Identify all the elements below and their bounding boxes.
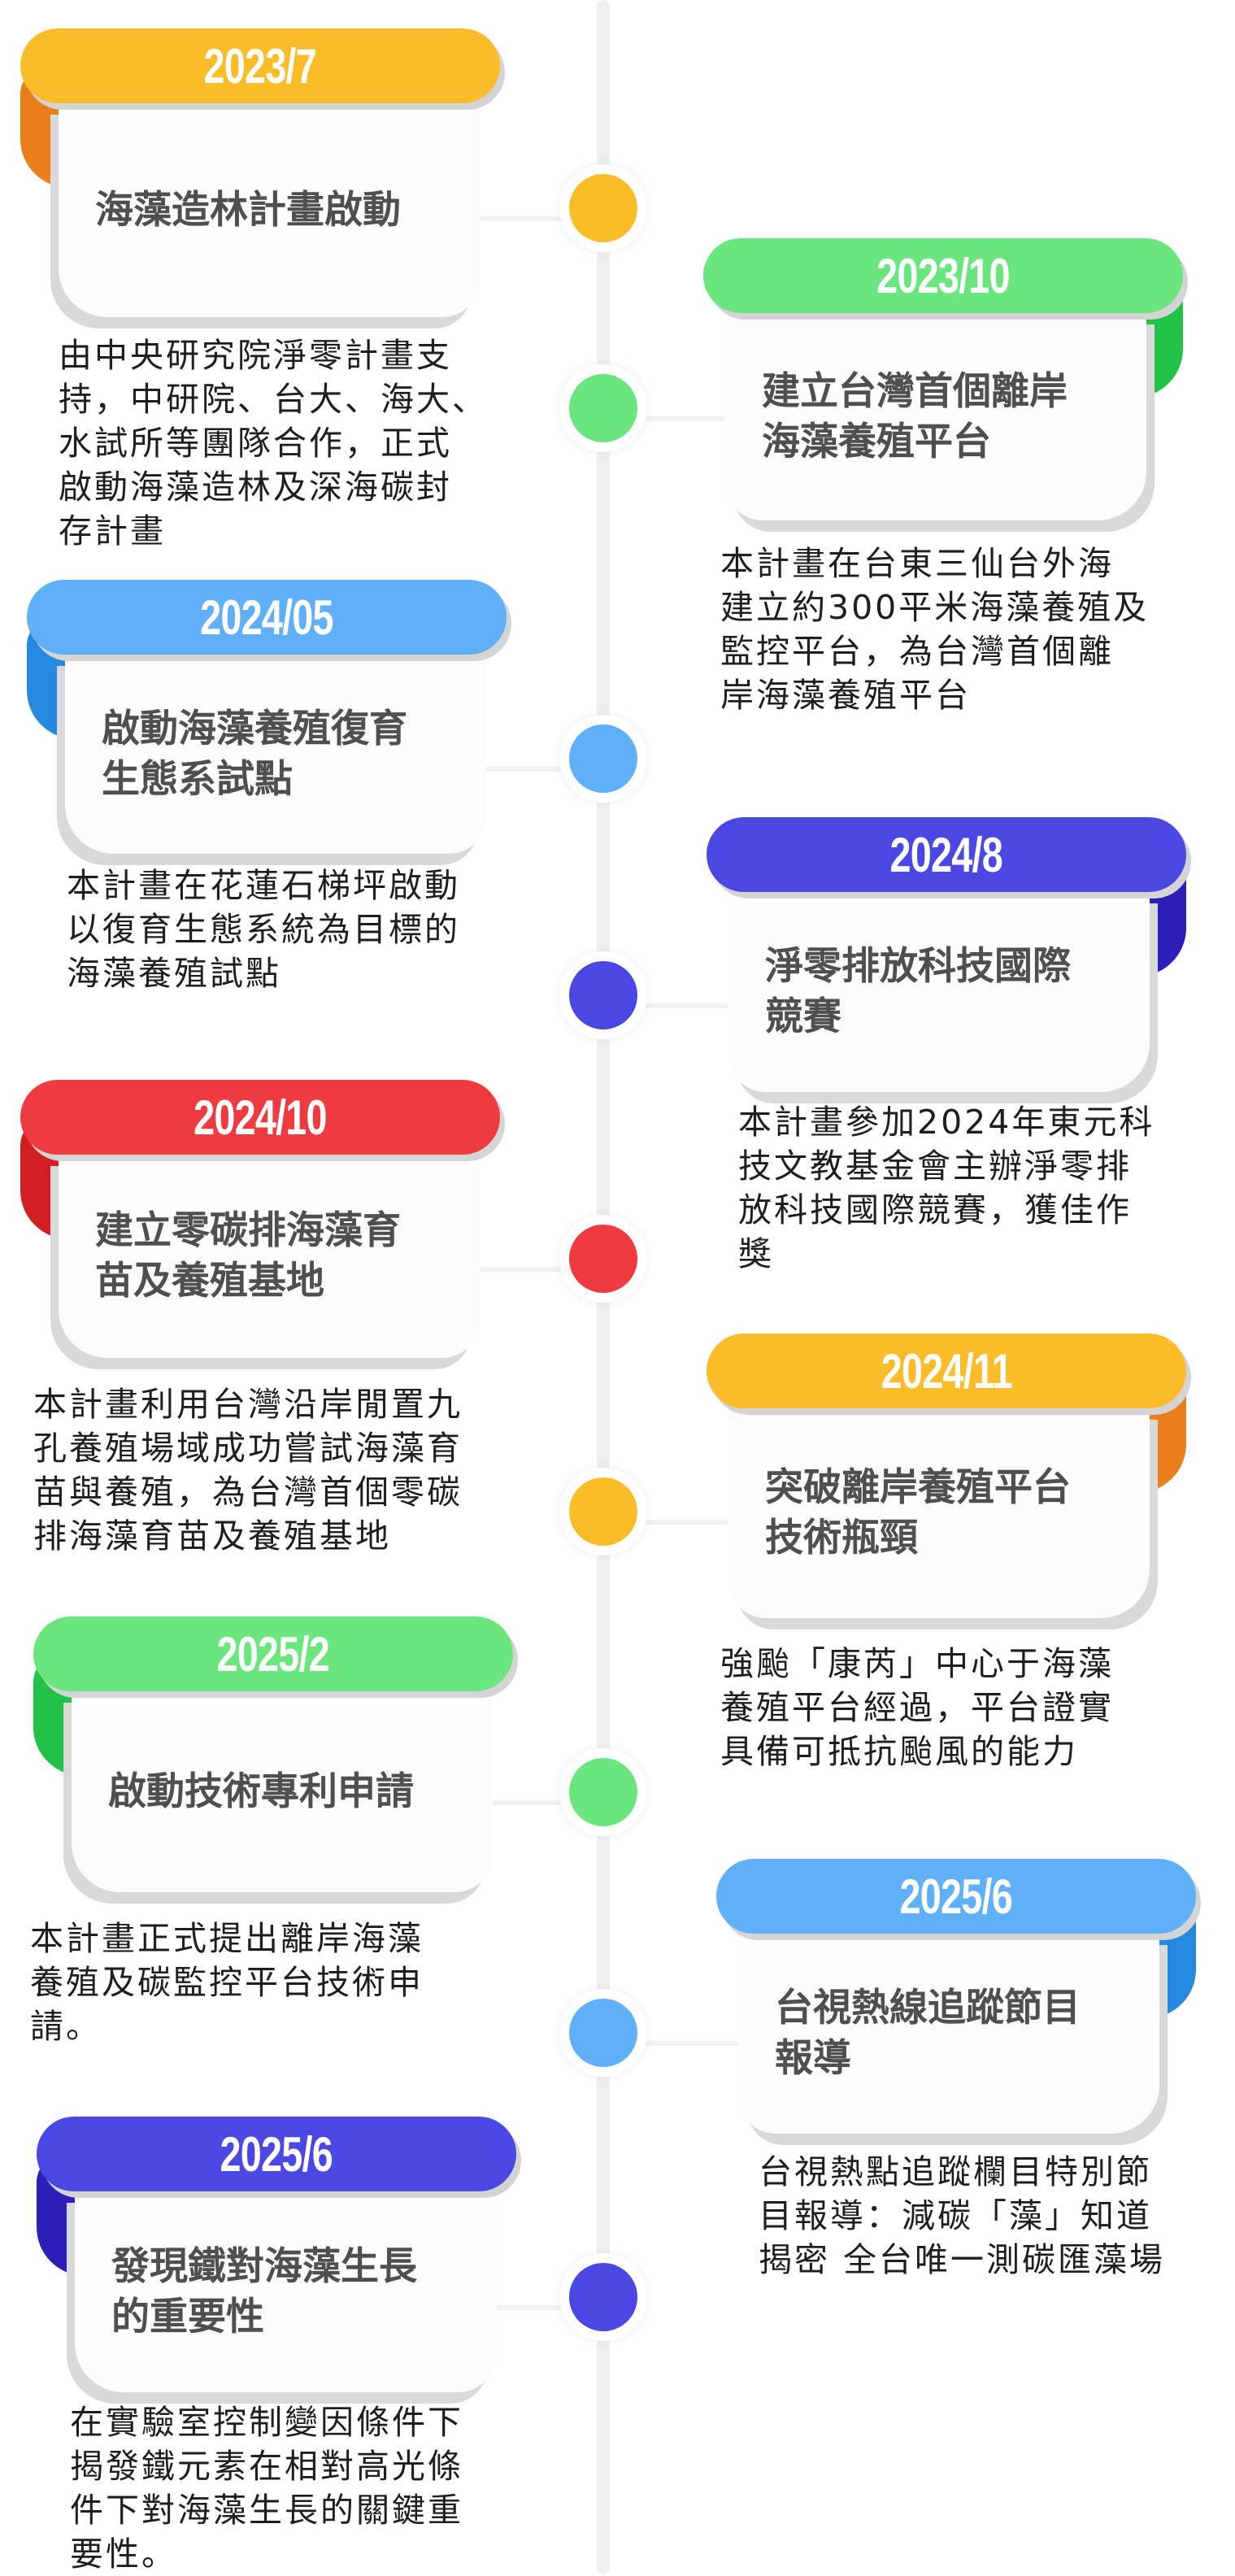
- timeline-dot: [569, 1758, 637, 1826]
- date-label: 2025/2: [216, 1626, 330, 1682]
- card-title: 建立零碳排海藻育 苗及養殖基地: [95, 1208, 401, 1303]
- timeline-dot: [569, 724, 637, 793]
- card-title: 海藻造林計畫啟動: [95, 187, 401, 233]
- card-title: 啟動技術專利申請: [108, 1769, 414, 1814]
- card-description: 本計畫參加2024年東元科 技文教基金會主辦淨零排 放科技國際競賽，獲佳作 獎: [738, 1103, 1155, 1273]
- connector-line: [637, 2041, 738, 2046]
- connector-line: [637, 416, 725, 421]
- card-body: 突破離岸養殖平台 技術瓶頸: [728, 1408, 1150, 1618]
- card-description: 本計畫利用台灣沿岸閒置九 孔養殖場域成功嘗試海藻育 苗與養殖，為台灣首個零碳 排…: [33, 1385, 463, 1556]
- card-description: 在實驗室控制變因條件下 揭發鐵元素在相對高光條 件下對海藻生長的關鍵重 要性。: [70, 2403, 463, 2574]
- date-label: 2024/11: [881, 1343, 1012, 1399]
- date-banner: 2024/8: [707, 817, 1186, 892]
- card-body: 台視熱線追蹤節目 報導: [738, 1934, 1159, 2134]
- date-label: 2024/8: [889, 827, 1003, 882]
- card-body: 建立零碳排海藻育 苗及養殖基地: [59, 1155, 480, 1358]
- timeline-dot: [569, 1477, 637, 1546]
- timeline-dot: [569, 1225, 637, 1293]
- date-label: 2024/10: [194, 1090, 327, 1145]
- card-title: 啟動海藻養殖復育 生態系試點: [102, 706, 407, 802]
- card-title: 突破離岸養殖平台 技術瓶頸: [765, 1465, 1071, 1560]
- card-body: 啟動海藻養殖復育 生態系試點: [65, 655, 486, 854]
- card-title: 台視熱線追蹤節目 報導: [775, 1986, 1081, 2081]
- timeline-dot: [569, 961, 637, 1029]
- card-title: 淨零排放科技國際 競賽: [765, 944, 1071, 1039]
- timeline-dot: [569, 174, 637, 242]
- connector-line: [637, 1520, 728, 1525]
- card-body: 發現鐵對海藻生長 的重要性: [75, 2191, 496, 2392]
- timeline-dot: [569, 2263, 637, 2331]
- date-banner: 2024/11: [707, 1334, 1186, 1408]
- card-body: 海藻造林計畫啟動: [59, 103, 480, 317]
- connector-line: [476, 216, 569, 221]
- timeline-dot: [569, 1999, 637, 2067]
- card-description: 本計畫正式提出離岸海藻 養殖及碳監控平台技術申 請。: [30, 1919, 424, 2046]
- connector-line: [482, 767, 569, 772]
- card-description: 由中央研究院淨零計畫支 持，中研院、台大、海大、 水試所等團隊合作，正式 啟動海…: [59, 336, 488, 550]
- date-banner: 2025/2: [33, 1617, 513, 1691]
- card-body: 啟動技術專利申請: [72, 1691, 493, 1892]
- card-description: 台視熱點追蹤欄目特別節 目報導：減碳「藻」知道 揭密 全台唯一測碳匯藻場: [759, 2152, 1166, 2279]
- card-body: 淨零排放科技國際 競賽: [728, 892, 1150, 1092]
- card-body: 建立台灣首個離岸 海藻養殖平台: [725, 313, 1146, 520]
- connector-line: [476, 1267, 569, 1272]
- date-label: 2024/05: [200, 590, 333, 645]
- date-label: 2025/6: [899, 1869, 1013, 1924]
- connector-line: [637, 1003, 728, 1008]
- date-label: 2025/6: [220, 2126, 333, 2182]
- date-banner: 2023/7: [20, 28, 500, 103]
- card-description: 本計畫在台東三仙台外海 建立約300平米海藻養殖及 監控平台，為台灣首個離 岸海…: [720, 544, 1150, 715]
- date-banner: 2024/05: [27, 580, 507, 655]
- card-description: 本計畫在花蓮石梯坪啟動 以復育生態系統為目標的 海藻養殖試點: [67, 866, 460, 993]
- date-banner: 2023/10: [703, 238, 1183, 313]
- connector-line: [489, 1800, 569, 1805]
- date-banner: 2024/10: [20, 1080, 500, 1155]
- card-title: 建立台灣首個離岸 海藻養殖平台: [762, 368, 1068, 464]
- date-banner: 2025/6: [716, 1859, 1196, 1934]
- date-label: 2023/7: [203, 38, 317, 94]
- card-title: 發現鐵對海藻生長 的重要性: [111, 2243, 417, 2339]
- connector-line: [492, 2305, 569, 2310]
- date-banner: 2025/6: [37, 2117, 516, 2191]
- timeline-dot: [569, 374, 637, 442]
- date-label: 2023/10: [876, 248, 1010, 303]
- card-description: 強颱「康芮」中心于海藻 養殖平台經過，平台證實 具備可抵抗颱風的能力: [720, 1644, 1114, 1771]
